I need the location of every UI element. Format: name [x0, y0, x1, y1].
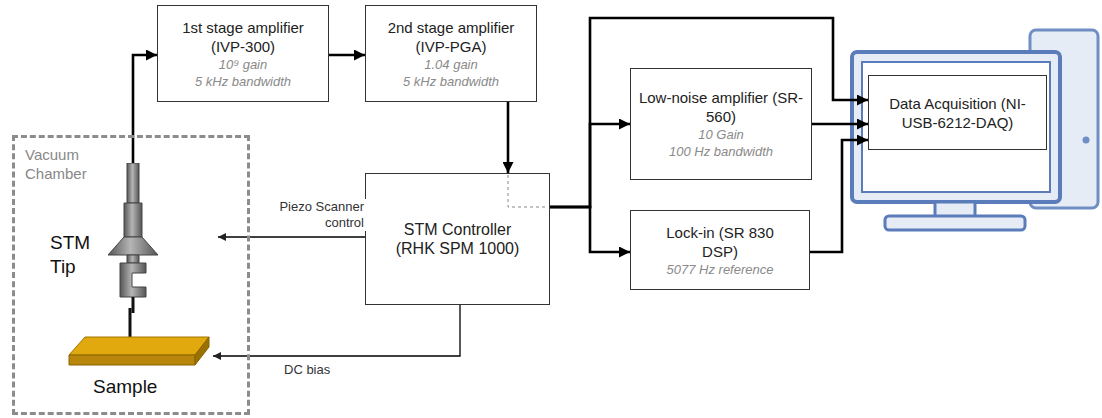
- box-content: STM Controller (RHK SPM 1000): [393, 220, 523, 258]
- box-spec: 5 kHz bandwidth: [372, 73, 530, 90]
- monitor-frame: [852, 52, 1060, 202]
- box-title: Low-noise amplifier (SR-560): [637, 88, 805, 126]
- box-title: STM Controller (RHK SPM 1000): [393, 220, 523, 258]
- box-spec: 1.04 gain: [372, 56, 530, 73]
- box-spec: 10⁹ gain: [164, 56, 322, 73]
- signal-arrow: [213, 305, 460, 356]
- tip-needle: [132, 297, 135, 313]
- amplifier-box: Low-noise amplifier (SR-560)10 Gain100 H…: [630, 68, 812, 180]
- power-button: [1083, 137, 1090, 144]
- signal-arrow: [507, 102, 510, 173]
- amplifier-box: 1st stage amplifier (IVP-300)10⁹ gain5 k…: [157, 5, 329, 102]
- vacuum-chamber: Vacuum ChamberSTM TipSample: [12, 135, 250, 415]
- tip-part: [120, 263, 146, 297]
- box-title: Lock-in (SR 830 DSP): [660, 223, 780, 261]
- box-spec: 100 Hz bandwidth: [637, 143, 805, 160]
- sample-front: [69, 355, 195, 365]
- box-content: 2nd stage amplifier (IVP-PGA)1.04 gain5 …: [372, 18, 530, 90]
- box-content: Low-noise amplifier (SR-560)10 Gain100 H…: [637, 88, 805, 160]
- box-spec: 5077 Hz reference: [660, 261, 780, 278]
- box-content: 1st stage amplifier (IVP-300)10⁹ gain5 k…: [164, 18, 322, 90]
- box-title: Data Acquisition (NI-USB-6212-DAQ): [875, 94, 1040, 132]
- box-title: 1st stage amplifier (IVP-300): [164, 18, 322, 56]
- node-label: Sample: [93, 375, 193, 399]
- tip-part: [108, 237, 158, 255]
- signal-arrow: [810, 140, 868, 252]
- amplifier-box: 2nd stage amplifier (IVP-PGA)1.04 gain5 …: [365, 5, 537, 102]
- sample: Sample: [63, 331, 213, 413]
- tip-part: [124, 203, 142, 237]
- node-label: STM Tip: [50, 231, 112, 279]
- edge-label: Piezo Scanner control: [252, 199, 366, 231]
- tip-part: [127, 163, 139, 203]
- box-title: 2nd stage amplifier (IVP-PGA): [372, 18, 530, 56]
- internal-signal-path: [508, 175, 548, 207]
- monitor-base: [885, 216, 1025, 230]
- tip-part: [127, 255, 139, 263]
- daq-box: Data Acquisition (NI-USB-6212-DAQ): [868, 75, 1047, 150]
- box-spec: 5 kHz bandwidth: [164, 73, 322, 90]
- signal-arrow: [550, 124, 630, 207]
- node-label: Vacuum Chamber: [25, 146, 115, 184]
- signal-arrow: [550, 18, 868, 207]
- box-content: Data Acquisition (NI-USB-6212-DAQ): [875, 94, 1040, 132]
- sample-side: [195, 337, 209, 365]
- signal-arrow: [550, 207, 630, 252]
- box-content: Lock-in (SR 830 DSP)5077 Hz reference: [660, 223, 780, 278]
- signal-arrow: [133, 55, 157, 163]
- signal-arrow: [329, 54, 365, 57]
- sample-top: [69, 337, 209, 355]
- signal-arrow: [218, 236, 365, 237]
- tip-needle: [129, 308, 132, 340]
- sample-illustration: [63, 331, 213, 413]
- controller-box: STM Controller (RHK SPM 1000): [365, 173, 550, 305]
- lock-in-box: Lock-in (SR 830 DSP)5077 Hz reference: [630, 210, 810, 290]
- edge-label: DC bias: [282, 362, 356, 378]
- stm-tip: STM Tip: [48, 163, 218, 313]
- signal-arrow: [812, 123, 868, 126]
- box-spec: 10 Gain: [637, 126, 805, 143]
- monitor-screen: [862, 62, 1050, 192]
